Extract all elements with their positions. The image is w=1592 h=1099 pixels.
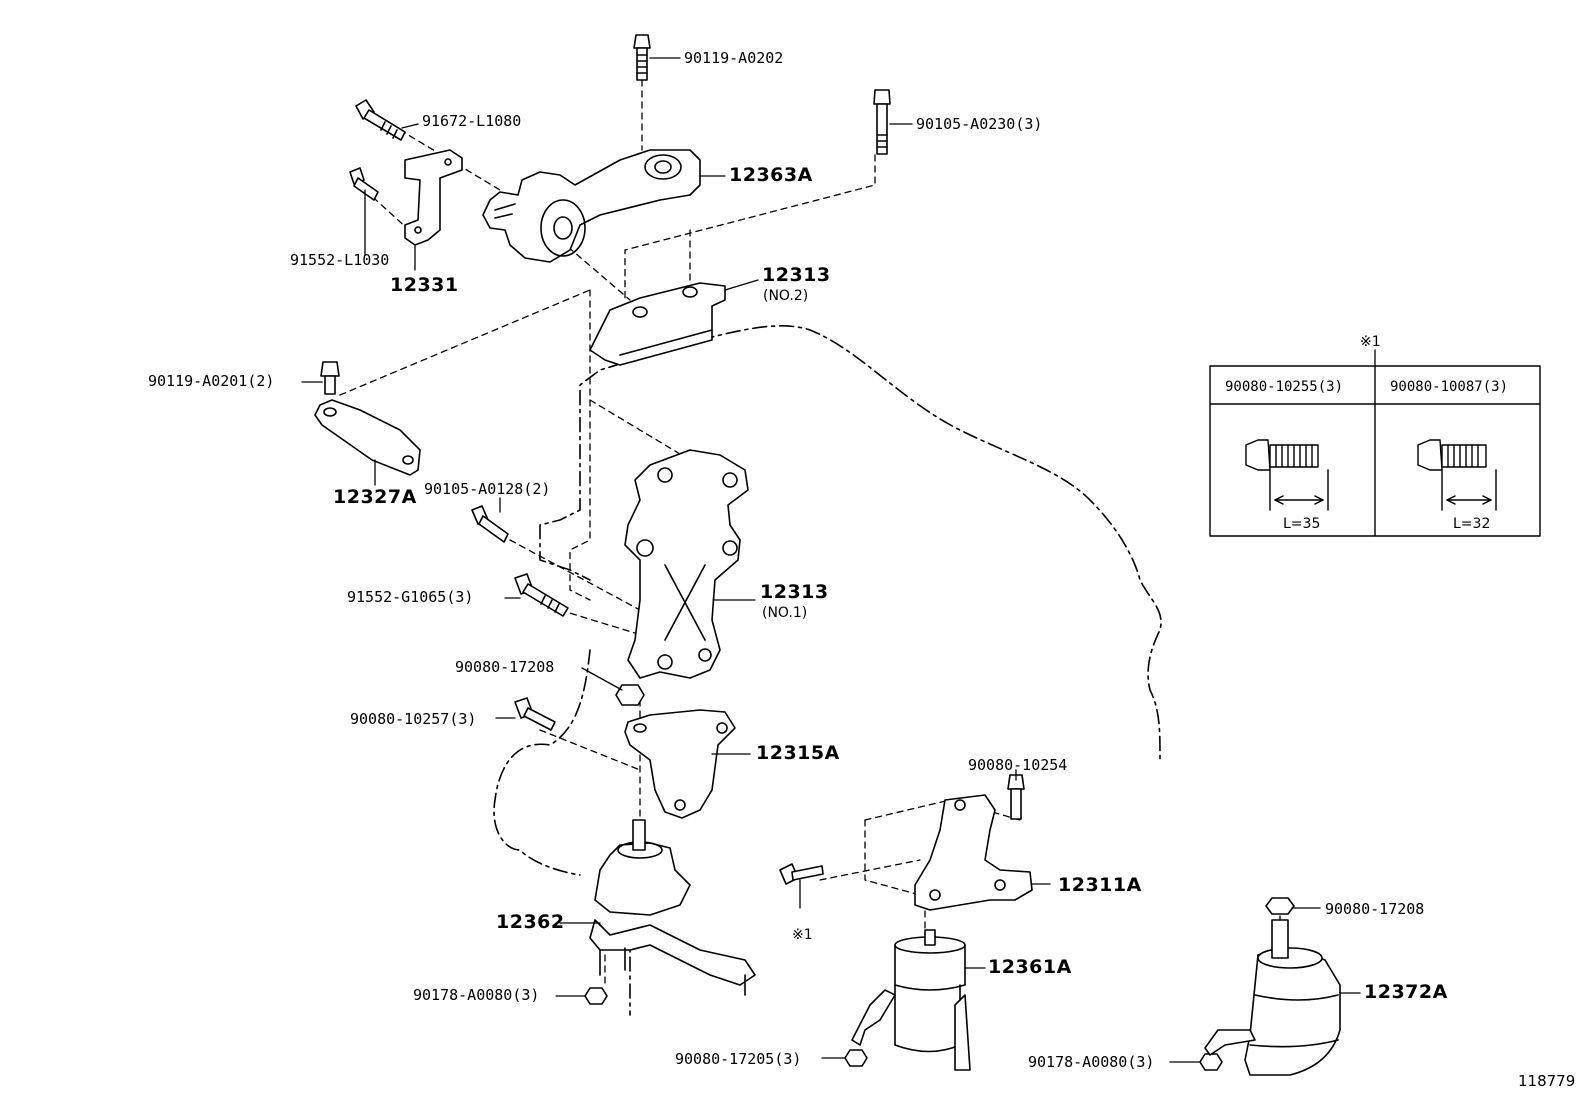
assembly-line bbox=[339, 289, 591, 396]
bracket-12327a bbox=[314, 399, 421, 476]
callout-12363a: 12363A bbox=[729, 164, 813, 186]
bolt-90080-10257 bbox=[514, 697, 556, 731]
engine-outline bbox=[699, 325, 1162, 761]
callout-90080-10257: 90080-10257(3) bbox=[350, 710, 477, 728]
assembly-line bbox=[559, 239, 631, 301]
assembly-line bbox=[819, 859, 921, 881]
table-marker: ※1 bbox=[1360, 334, 1381, 350]
callout-90080-17205: 90080-17205(3) bbox=[675, 1050, 802, 1068]
table-col1-length: L=35 bbox=[1283, 516, 1321, 532]
callout-12362: 12362 bbox=[496, 911, 565, 933]
bolt-note1 bbox=[779, 863, 824, 885]
callout-12311a: 12311A bbox=[1058, 874, 1142, 896]
figure-number: 118779 bbox=[1518, 1072, 1576, 1090]
assembly-line bbox=[864, 819, 921, 896]
nut-90080-17205 bbox=[844, 1049, 868, 1067]
callout-12315a: 12315A bbox=[756, 742, 840, 764]
assembly-line bbox=[624, 154, 876, 301]
bolt-91672-l1080 bbox=[355, 99, 406, 141]
bolt-90105-a0230 bbox=[873, 89, 891, 155]
callout-90080-17208-lower: 90080-17208 bbox=[1325, 900, 1425, 918]
mount-12361a bbox=[851, 929, 971, 1071]
callout-90080-17208-upper: 90080-17208 bbox=[455, 658, 555, 676]
bracket-12313-no1 bbox=[624, 449, 749, 679]
nut-90080-17208-upper bbox=[615, 684, 645, 706]
bolt-90119-a0201 bbox=[320, 361, 340, 395]
assembly-line bbox=[509, 539, 641, 611]
assembly-line bbox=[589, 399, 691, 461]
callout-90119-a0201: 90119-A0201(2) bbox=[148, 372, 275, 390]
assembly-line bbox=[539, 729, 641, 771]
callout-90080-10254: 90080-10254 bbox=[968, 756, 1068, 774]
assembly-line bbox=[864, 799, 1021, 821]
callout-12361a: 12361A bbox=[988, 956, 1072, 978]
callout-12313-no2: 12313 bbox=[762, 264, 831, 286]
table-col1-part: 90080-10255(3) bbox=[1225, 379, 1344, 395]
callout-12372a: 12372A bbox=[1364, 981, 1448, 1003]
bolt-91552-l1030 bbox=[349, 167, 379, 201]
callout-91552-g1065: 91552-G1065(3) bbox=[347, 588, 474, 606]
bolt-length-table bbox=[1209, 365, 1541, 537]
callout-91672-l1080: 91672-L1080 bbox=[422, 112, 522, 130]
callout-90178-a0080-left: 90178-A0080(3) bbox=[413, 986, 540, 1004]
callout-12331: 12331 bbox=[390, 274, 459, 296]
bolt-90080-10254 bbox=[1007, 774, 1025, 820]
callout-90119-a0202: 90119-A0202 bbox=[684, 49, 784, 67]
transaxle-outline bbox=[493, 649, 591, 876]
callout-12313-no1: 12313 bbox=[760, 581, 829, 603]
nut-90178-a0080-right bbox=[1199, 1053, 1223, 1071]
mount-12363a bbox=[482, 149, 701, 263]
nut-90178-a0080-left bbox=[584, 987, 608, 1005]
bolt-90119-a0202 bbox=[633, 34, 651, 81]
callout-note-ref: ※1 bbox=[792, 927, 813, 943]
mount-12372a bbox=[1204, 919, 1341, 1076]
callout-91552-l1030: 91552-L1030 bbox=[290, 251, 390, 269]
callout-12313-no2-sub: (NO.2) bbox=[763, 288, 809, 304]
table-col2-part: 90080-10087(3) bbox=[1390, 379, 1509, 395]
bolt-90105-a0128 bbox=[471, 505, 509, 543]
bracket-12331 bbox=[404, 149, 463, 246]
nut-90080-17208-lower bbox=[1265, 897, 1295, 915]
callout-90105-a0230: 90105-A0230(3) bbox=[916, 115, 1043, 133]
assembly-line bbox=[569, 289, 591, 601]
bracket-12311a bbox=[914, 794, 1033, 911]
bracket-12313-no2 bbox=[589, 282, 726, 366]
callout-12313-no1-sub: (NO.1) bbox=[762, 605, 808, 621]
bolt-91552-g1065 bbox=[514, 573, 569, 617]
callout-12327a: 12327A bbox=[333, 486, 417, 508]
callout-90178-a0080-right: 90178-A0080(3) bbox=[1028, 1053, 1155, 1071]
mount-12362 bbox=[589, 819, 756, 996]
bracket-12315a bbox=[624, 709, 736, 819]
callout-90105-a0128: 90105-A0128(2) bbox=[424, 480, 551, 498]
table-col2-length: L=32 bbox=[1453, 516, 1491, 532]
